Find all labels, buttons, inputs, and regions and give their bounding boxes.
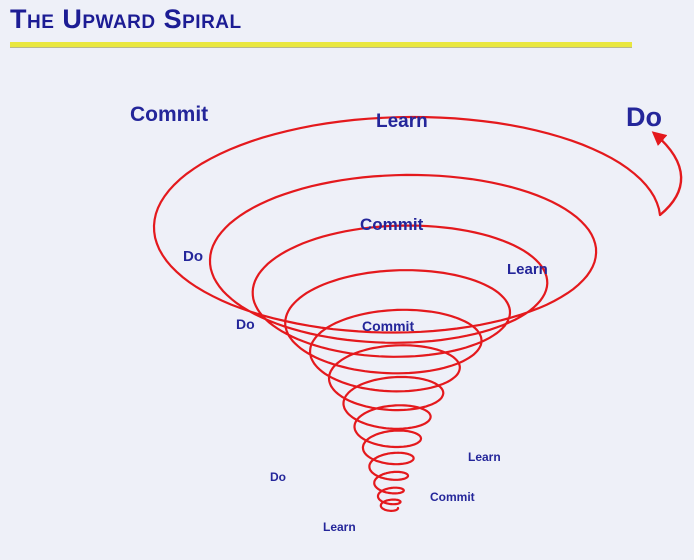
- spiral-label-commit-outer: Commit: [130, 103, 209, 126]
- spiral-label-do-arrow: Do: [626, 102, 662, 132]
- spiral-label-learn-3: Learn: [468, 450, 501, 464]
- spiral-label-learn-outer: Learn: [376, 111, 428, 132]
- spiral-label-commit-2: Commit: [360, 215, 424, 234]
- title-underline: [10, 42, 632, 47]
- spiral-label-commit-3: Commit: [362, 318, 415, 334]
- spiral-path: [152, 115, 662, 512]
- spiral-label-do-3: Do: [236, 316, 255, 332]
- spiral-label-commit-4: Commit: [430, 490, 475, 504]
- spiral-label-learn-4: Learn: [323, 520, 356, 534]
- spiral-label-learn-2: Learn: [507, 261, 548, 278]
- page-title: The Upward Spiral: [10, 4, 242, 34]
- spiral-label-do-2: Do: [183, 248, 203, 265]
- spiral-label-do-4: Do: [270, 470, 286, 484]
- do-arrow-curve: [651, 131, 683, 216]
